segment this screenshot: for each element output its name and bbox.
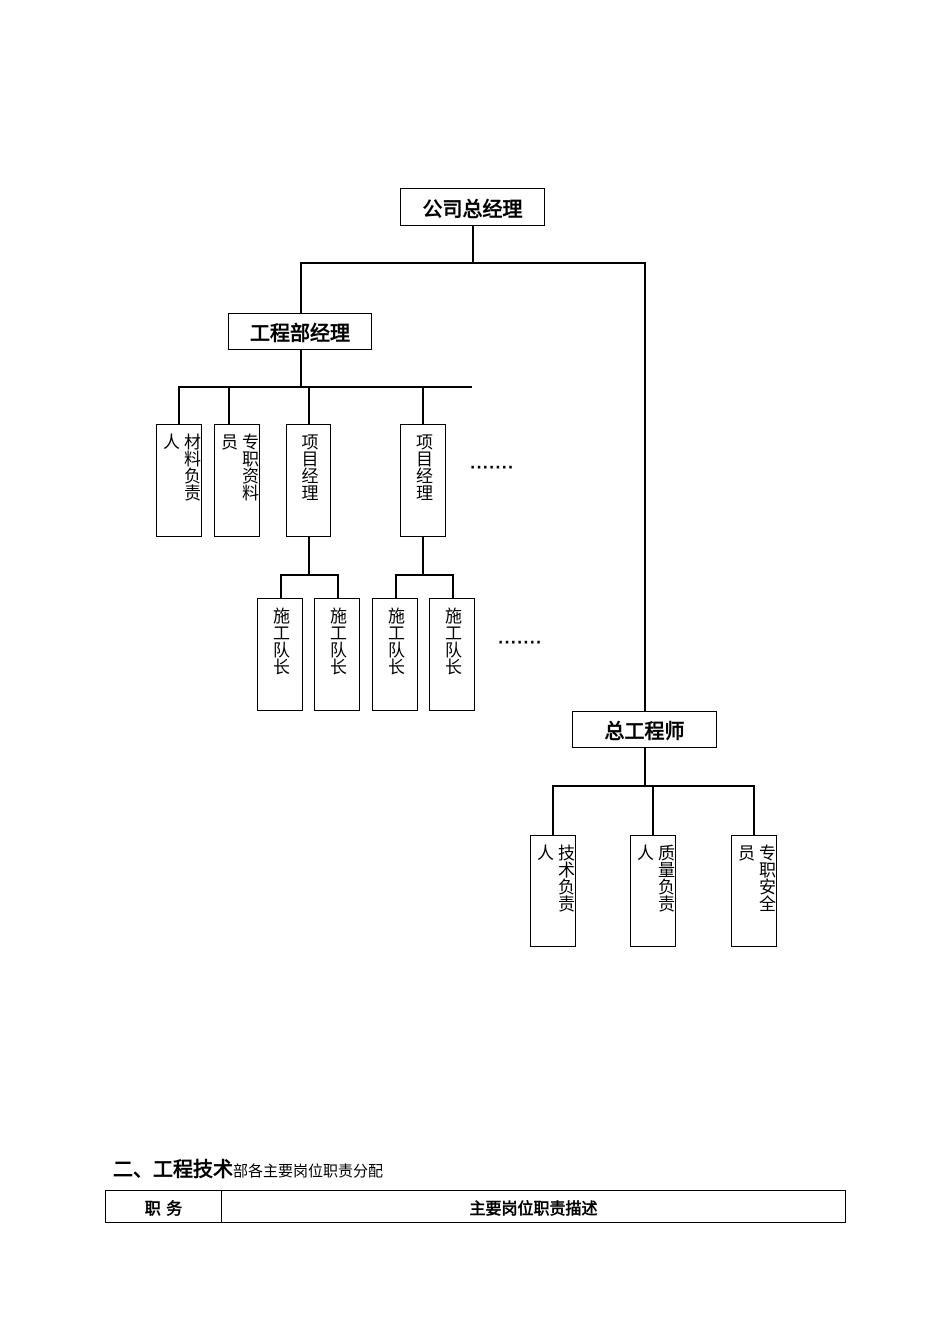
duties-table: 职 务 主要岗位职责描述 [105,1190,846,1223]
box-label: 施工队长 [269,607,289,675]
connector [300,262,645,264]
connector [753,785,755,836]
connector [178,386,180,425]
connector [280,574,338,576]
box-label: 项目经理 [297,433,318,501]
connector [337,574,339,599]
connector [422,386,424,425]
team-leader-box: 施工队长 [372,598,418,711]
connector [308,536,310,575]
box-label: 质量负责 [654,844,674,912]
ellipsis: ······· [470,460,515,476]
eng-manager-box: 工程部经理 [228,313,372,350]
connector [300,349,302,387]
box-label: 施工队长 [384,607,404,675]
project-manager-box: 项目经理 [400,424,446,537]
chief-engineer-label: 总工程师 [604,719,685,743]
team-leader-box: 施工队长 [314,598,360,711]
connector [644,262,646,712]
team-leader-box: 施工队长 [429,598,475,711]
connector [652,785,654,836]
materials-officer-box: 材料负责人 [156,424,202,537]
connector [395,574,397,599]
section-heading: 二、工程技术部各主要岗位职责分配 [113,1153,383,1182]
quality-lead-box: 质量负责人 [630,835,676,947]
box-label: 员 [734,844,754,861]
team-leader-box: 施工队长 [257,598,303,711]
connector [452,574,454,599]
table-header-position: 职 务 [106,1191,222,1222]
box-label: 项目经理 [412,433,432,501]
box-label: 人 [633,844,653,861]
connector [308,386,310,425]
ceo-box: 公司总经理 [400,188,545,226]
connector [472,225,474,263]
eng-manager-label: 工程部经理 [250,321,350,345]
connector [395,574,453,576]
records-officer-box: 专职资料员 [214,424,260,537]
box-label: 专职资料 [238,433,258,501]
box-label: 专职安全 [755,844,775,912]
box-label: 人 [533,844,553,861]
technical-lead-box: 技术负责人 [530,835,576,947]
box-label: 技术负责 [554,844,574,912]
connector [280,574,282,599]
table-header-description: 主要岗位职责描述 [469,1198,598,1218]
project-manager-box: 项目经理 [286,424,331,537]
connector [300,262,302,314]
ellipsis: ······· [498,635,543,651]
chief-engineer-box: 总工程师 [572,711,717,748]
box-label: 施工队长 [326,607,346,675]
connector [228,386,230,425]
connector [422,536,424,575]
ceo-label: 公司总经理 [422,196,523,221]
connector [552,785,554,836]
box-label: 员 [217,433,237,450]
box-label: 材料负责 [180,433,200,501]
safety-officer-box: 专职安全员 [731,835,777,947]
connector [178,386,472,388]
box-label: 人 [159,433,179,450]
heading-sub: 部各主要岗位职责分配 [233,1162,384,1180]
heading-main: 二、工程技术 [113,1157,233,1181]
connector [644,747,646,786]
box-label: 施工队长 [441,607,461,675]
